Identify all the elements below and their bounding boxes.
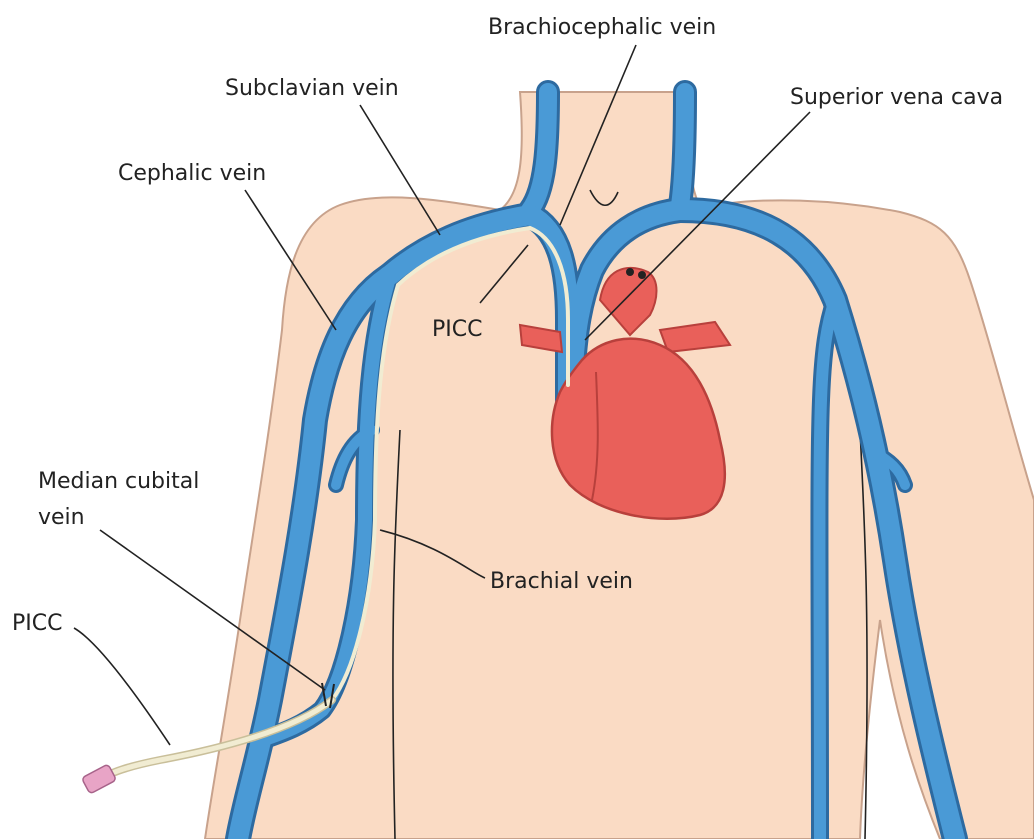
picc-hub bbox=[82, 764, 117, 794]
label-median-cubital-vein-line2: vein bbox=[38, 505, 85, 530]
leader-picc-arm bbox=[74, 628, 170, 745]
label-brachiocephalic-vein: Brachiocephalic vein bbox=[488, 15, 716, 40]
label-picc-arm: PICC bbox=[12, 611, 62, 636]
label-superior-vena-cava: Superior vena cava bbox=[790, 85, 1003, 110]
label-subclavian-vein: Subclavian vein bbox=[225, 76, 399, 101]
aorta-vessel-opening-2 bbox=[638, 271, 646, 279]
label-picc-chest: PICC bbox=[432, 317, 482, 342]
label-median-cubital-vein-line1: Median cubital bbox=[38, 469, 199, 494]
aorta-vessel-opening bbox=[626, 268, 634, 276]
label-brachial-vein: Brachial vein bbox=[490, 569, 633, 594]
right-internal-jugular-vein bbox=[680, 92, 685, 205]
label-cephalic-vein: Cephalic vein bbox=[118, 161, 266, 186]
